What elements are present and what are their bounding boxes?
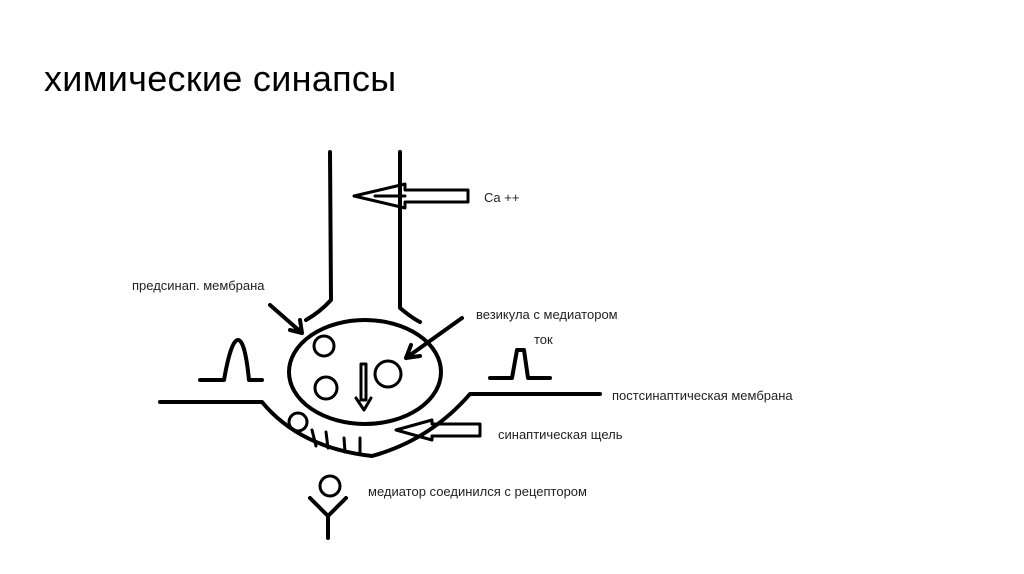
receptor-3	[344, 438, 345, 452]
axon-right-wall	[400, 152, 420, 322]
calcium-arrow	[354, 184, 468, 208]
label-presynaptic-membrane: предсинап. мембрана	[132, 278, 265, 293]
presynaptic-spike-icon	[200, 340, 262, 380]
label-synaptic-cleft: синаптическая щель	[498, 427, 623, 442]
axon-left-wall	[306, 152, 331, 320]
presynaptic-pointer-icon	[270, 305, 302, 333]
label-receptor-binding: медиатор соединился с рецептором	[368, 484, 587, 499]
vesicle-3	[375, 361, 401, 387]
vesicle-1	[314, 336, 334, 356]
receptor-2	[326, 432, 328, 448]
vesicle-2	[315, 377, 337, 399]
current-arrow	[356, 364, 371, 410]
cleft-arrow	[396, 420, 480, 440]
label-current: ток	[534, 332, 553, 347]
postsynaptic-spike-icon	[490, 350, 550, 378]
receptor-1	[312, 430, 316, 446]
bound-mediator-icon	[320, 476, 340, 496]
label-postsynaptic-membrane: постсинаптическая мембрана	[612, 388, 793, 403]
receptor-icon	[310, 498, 346, 538]
label-calcium: Ca ++	[484, 190, 519, 205]
label-vesicle: везикула с медиатором	[476, 307, 618, 322]
